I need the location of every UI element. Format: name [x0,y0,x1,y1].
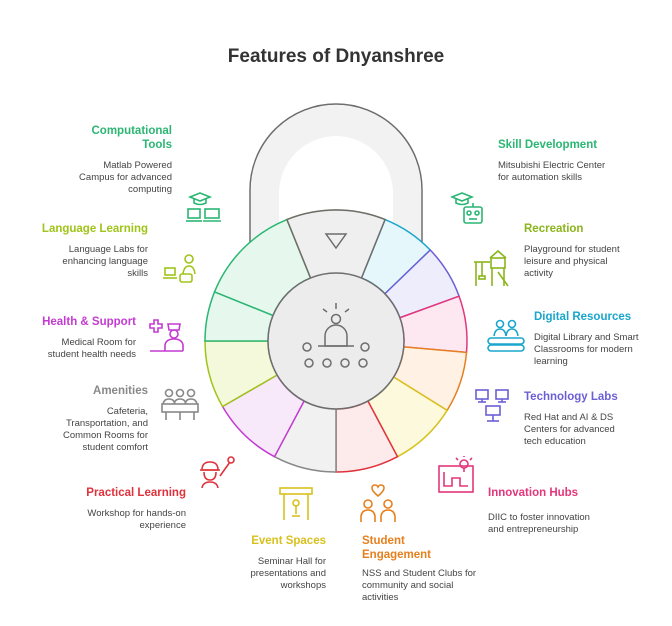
feature-title: Event Spaces [251,535,326,547]
presenter-audience-icon [302,303,370,368]
feature-title: Recreation [524,223,584,235]
keyhole-notch-icon [324,233,348,250]
computer-lab-icon [475,389,509,422]
feature-title: Student Engagement [362,535,432,561]
feature-digital-resources: Digital Resources Digital Library and Sm… [534,310,644,368]
innovation-icon [438,456,474,493]
medical-icon [149,319,184,352]
workshop-icon [200,456,235,489]
feature-description: Seminar Hall for presentations and works… [250,556,326,591]
feature-title: Health & Support [42,316,136,328]
computer-graduation-icon [186,192,221,222]
feature-description: Mitsubishi Electric Center for automatio… [498,160,606,183]
stage-icon [279,487,313,520]
community-icon [360,484,396,522]
playground-icon [474,249,509,287]
feature-description: Digital Library and Smart Classrooms for… [534,332,639,367]
feature-technology-labs: Technology Labs Red Hat and AI & DS Cent… [524,390,634,448]
feature-description: Cafeteria, Transportation, and Common Ro… [63,406,148,453]
feature-description: DIIC to foster innovation and entreprene… [488,512,590,535]
feature-innovation-hubs: Innovation Hubs DIIC to foster innovatio… [488,486,598,536]
feature-description: Workshop for hands-on experience [87,508,186,531]
feature-student-engagement: Student Engagement NSS and Student Clubs… [362,534,482,604]
feature-skill-development: Skill Development Mitsubishi Electric Ce… [498,138,608,184]
feature-title: Digital Resources [534,311,632,323]
feature-recreation: Recreation Playground for student leisur… [524,222,634,280]
feature-description: Red Hat and AI & DS Centers for advanced… [524,412,615,447]
padlock-center-disc [267,272,405,410]
language-lab-icon [163,254,196,283]
padlock-shackle [249,103,423,255]
feature-practical-learning: Practical Learning Workshop for hands-on… [40,486,186,532]
feature-title: Computational Tools [91,125,173,151]
library-icon [487,319,525,352]
feature-title: Technology Labs [524,391,618,403]
feature-title: Innovation Hubs [488,487,579,499]
feature-title: Amenities [93,385,148,397]
feature-health-support: Health & Support Medical Room for studen… [40,315,136,361]
automation-icon [450,192,483,224]
feature-title: Practical Learning [86,487,186,499]
feature-computational-tools: Computational Tools Matlab Powered Campu… [40,124,172,196]
feature-amenities: Amenities Cafeteria, Transportation, and… [40,384,148,454]
feature-description: NSS and Student Clubs for community and … [362,568,477,603]
feature-language-learning: Language Learning Language Labs for enha… [40,222,148,280]
feature-description: Medical Room for student health needs [47,337,136,360]
feature-title: Language Learning [41,223,148,235]
feature-title: Skill Development [498,139,598,151]
feature-description: Language Labs for enhancing language ski… [62,244,148,279]
padlock-body-ring [204,209,468,473]
feature-description: Matlab Powered Campus for advanced compu… [79,160,172,195]
feature-event-spaces: Event Spaces Seminar Hall for presentati… [226,534,326,592]
cafeteria-icon [161,388,199,420]
page-title: Features of Dnyanshree [227,46,445,67]
feature-description: Playground for student leisure and physi… [524,244,620,279]
